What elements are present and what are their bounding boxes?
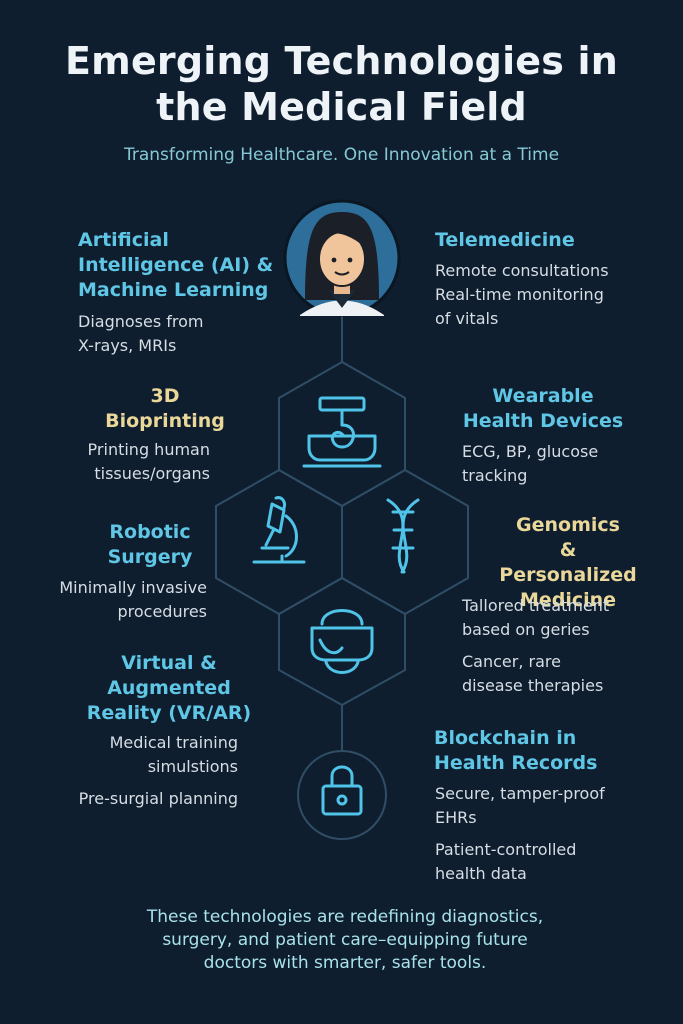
dna-icon bbox=[386, 498, 420, 574]
wearables-line: ECG, BP, glucose bbox=[462, 442, 599, 461]
ai-description: Diagnoses from X-rays, MRIs bbox=[78, 310, 204, 358]
bioprinting-line: Printing human bbox=[87, 440, 210, 459]
blockchain-heading-line: Blockchain in bbox=[434, 727, 577, 749]
page-title: Emerging Technologies in the Medical Fie… bbox=[0, 38, 683, 130]
genomics-heading-line: Medicine bbox=[519, 589, 617, 611]
telemedicine-line: of vitals bbox=[435, 309, 499, 328]
telemedicine-line: Real-time monitoring bbox=[435, 285, 604, 304]
vr-line: simulstions bbox=[147, 757, 238, 776]
blockchain-description: Secure, tamper-proof EHRs Patient-contro… bbox=[435, 782, 605, 886]
vr-heading-line: Reality (VR/AR) bbox=[86, 702, 252, 724]
genomics-line: based on geries bbox=[462, 620, 590, 639]
hexagon-vr bbox=[278, 576, 406, 707]
vr-description: Medical training simulstions Pre-surgial… bbox=[60, 731, 238, 811]
robotic-description: Minimally invasive procedures bbox=[40, 576, 207, 624]
genomics-heading: Genomics & Personalized Medicine bbox=[488, 513, 648, 613]
doctor-avatar-icon bbox=[283, 199, 401, 317]
hexagon-robotic bbox=[215, 468, 343, 616]
genomics-line: Tallored treatment bbox=[462, 596, 610, 615]
blockchain-line: Patient-controlled bbox=[435, 840, 577, 859]
vr-line: Medical training bbox=[109, 733, 238, 752]
title-line-2: the Medical Field bbox=[156, 85, 527, 129]
ai-line: Diagnoses from bbox=[78, 312, 204, 331]
blockchain-heading: Blockchain in Health Records bbox=[434, 726, 597, 776]
robotic-heading-line: Surgery bbox=[107, 546, 193, 568]
wearables-heading: Wearable Health Devices bbox=[458, 384, 628, 434]
ai-heading: Artificial Intelligence (AI) & Machine L… bbox=[78, 228, 273, 303]
bioprinting-heading-line: 3D bbox=[150, 385, 180, 407]
telemedicine-line: Remote consultations bbox=[435, 261, 609, 280]
genomics-description: Tallored treatment based on geries Cance… bbox=[462, 594, 609, 698]
genomics-heading-line: Genomics bbox=[516, 514, 620, 536]
footer-line: doctors with smarter, safer tools. bbox=[203, 953, 487, 973]
vr-heading-line: Virtual & bbox=[121, 652, 217, 674]
wearables-heading-line: Health Devices bbox=[462, 410, 624, 432]
bioprinting-description: Printing human tissues/organs bbox=[60, 438, 210, 486]
vr-line: Pre-surgial planning bbox=[78, 789, 238, 808]
bioprinter-icon bbox=[302, 396, 382, 468]
bioprinting-line: tissues/organs bbox=[94, 464, 210, 483]
footer-text: These technologies are redefining diagno… bbox=[100, 906, 590, 975]
wearables-description: ECG, BP, glucose tracking bbox=[462, 440, 598, 488]
ai-heading-line: Intelligence (AI) & bbox=[78, 254, 274, 276]
telemedicine-description: Remote consultations Real-time monitorin… bbox=[435, 259, 609, 331]
genomics-line: disease therapies bbox=[462, 676, 604, 695]
ai-line: X-rays, MRIs bbox=[78, 336, 177, 355]
wearables-heading-line: Wearable bbox=[492, 385, 594, 407]
blockchain-line: EHRs bbox=[435, 808, 477, 827]
blockchain-heading-line: Health Records bbox=[434, 752, 598, 774]
vr-headset-icon bbox=[310, 609, 374, 674]
vr-heading: Virtual & Augmented Reality (VR/AR) bbox=[74, 651, 264, 726]
bioprinting-heading-line: Bioprinting bbox=[105, 410, 225, 432]
genomics-heading-line: & Personalized bbox=[499, 539, 637, 586]
vr-heading-line: Augmented bbox=[107, 677, 231, 699]
footer-line: These technologies are redefining diagno… bbox=[146, 907, 544, 927]
ai-heading-line: Machine Learning bbox=[78, 279, 269, 301]
bioprinting-heading: 3D Bioprinting bbox=[80, 384, 250, 434]
robotic-heading-line: Robotic bbox=[109, 521, 191, 543]
robotic-line: procedures bbox=[117, 602, 207, 621]
lock-circle bbox=[297, 750, 387, 840]
robotic-line: Minimally invasive bbox=[59, 578, 207, 597]
blockchain-line: health data bbox=[435, 864, 527, 883]
blockchain-line: Secure, tamper-proof bbox=[435, 784, 605, 803]
telemedicine-heading: Telemedicine bbox=[435, 229, 575, 251]
ai-heading-line: Artificial bbox=[78, 229, 169, 251]
page-subtitle: Transforming Healthcare. One Innovation … bbox=[123, 145, 560, 165]
title-line-1: Emerging Technologies in bbox=[64, 39, 619, 83]
genomics-line: Cancer, rare bbox=[462, 652, 561, 671]
microscope-icon bbox=[252, 496, 306, 564]
wearables-line: tracking bbox=[462, 466, 528, 485]
robotic-heading: Robotic Surgery bbox=[80, 520, 220, 570]
footer-line: surgery, and patient care–equipping futu… bbox=[162, 930, 528, 950]
lock-icon bbox=[321, 765, 363, 816]
